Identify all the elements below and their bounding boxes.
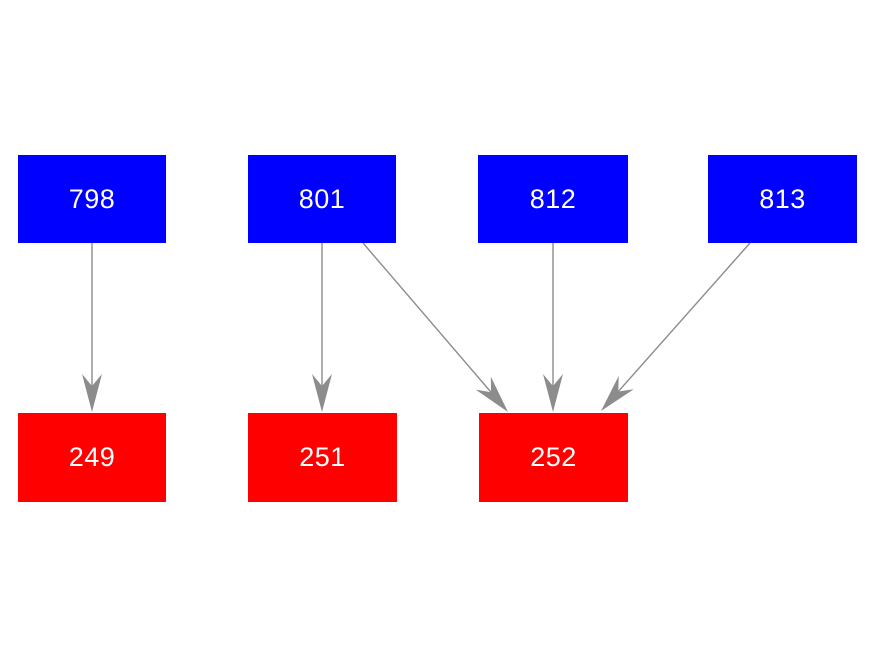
edge-line bbox=[362, 242, 492, 393]
arrowhead-icon bbox=[601, 375, 634, 411]
node-249[interactable]: 249 bbox=[18, 413, 166, 502]
edge-line bbox=[617, 242, 751, 393]
arrowhead-icon bbox=[312, 374, 332, 412]
edge-801-251 bbox=[312, 243, 332, 412]
edge-798-249 bbox=[82, 243, 102, 412]
node-label: 251 bbox=[299, 442, 346, 472]
arrowhead-icon bbox=[82, 374, 102, 412]
node-251[interactable]: 251 bbox=[248, 413, 397, 502]
node-label: 812 bbox=[529, 183, 577, 214]
node-label: 813 bbox=[759, 183, 806, 214]
node-812[interactable]: 812 bbox=[478, 155, 628, 243]
edge-801-252 bbox=[362, 242, 508, 412]
node-label: 798 bbox=[68, 183, 116, 214]
arrowhead-icon bbox=[475, 376, 508, 412]
node-label: 801 bbox=[298, 183, 346, 214]
node-label: 252 bbox=[530, 442, 577, 472]
node-252[interactable]: 252 bbox=[479, 413, 628, 502]
node-813[interactable]: 813 bbox=[708, 155, 857, 243]
node-798[interactable]: 798 bbox=[18, 155, 166, 243]
edge-813-252 bbox=[601, 242, 751, 411]
edge-812-252 bbox=[543, 243, 563, 412]
node-801[interactable]: 801 bbox=[248, 155, 396, 243]
arrowhead-icon bbox=[543, 374, 563, 412]
node-label: 249 bbox=[68, 442, 116, 472]
